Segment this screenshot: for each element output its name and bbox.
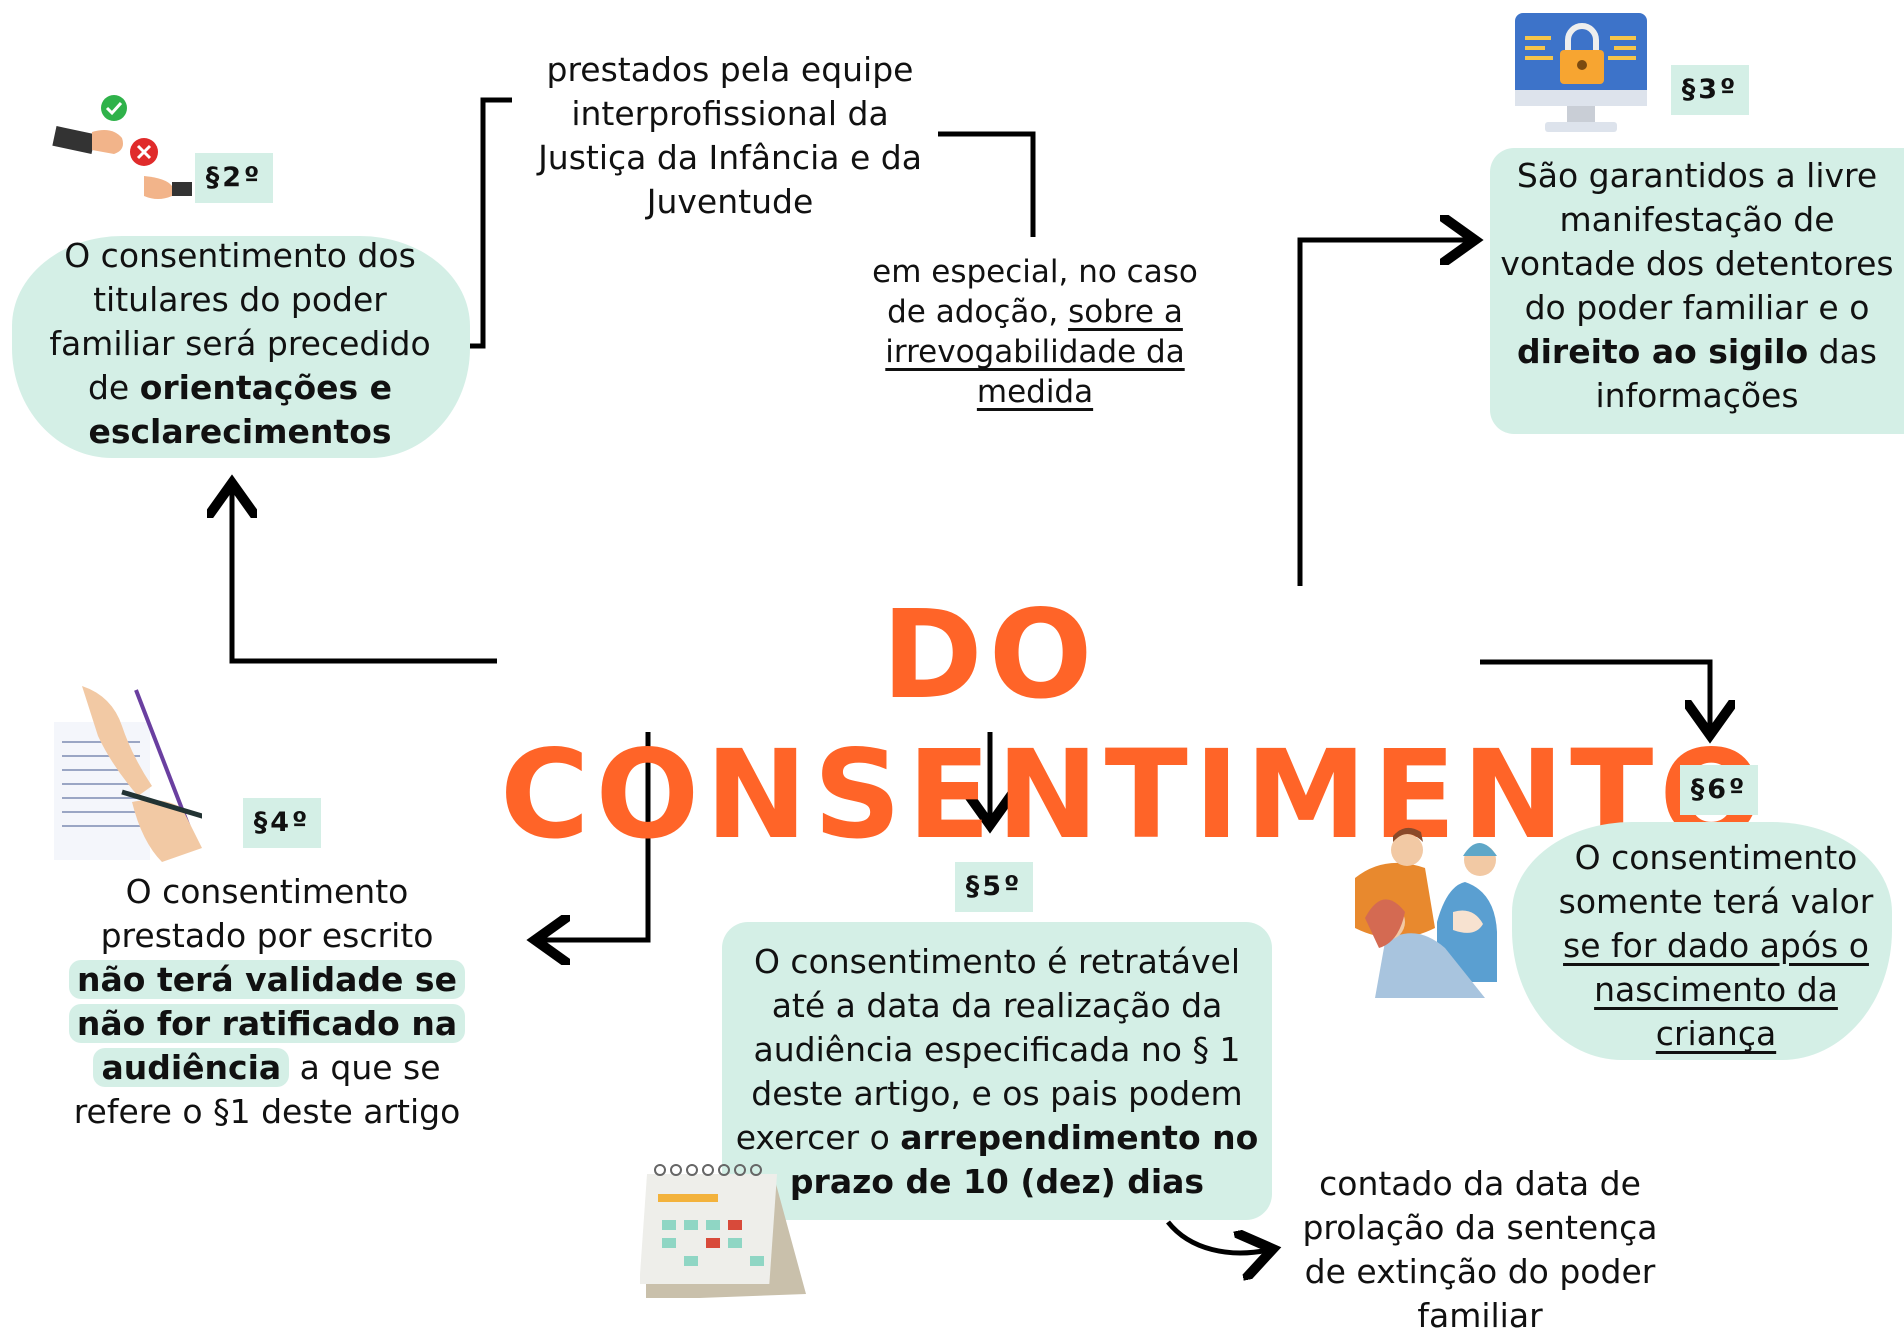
note-adoption: em especial, no caso de adoção, sobre a … (860, 252, 1210, 412)
calendar-icon (640, 1164, 806, 1298)
curve-p5-counted (1166, 1220, 1268, 1253)
arrow-to-p4 (540, 732, 651, 940)
p3-text-pre: São garantidos a livre manifestação de v… (1500, 156, 1894, 327)
p5-badge: §5º (955, 862, 1033, 912)
arrow-to-p6 (1480, 659, 1710, 730)
line-team-adoption (938, 131, 1036, 237)
bracket-p2-team (462, 97, 512, 349)
computer-lock-icon (1515, 13, 1647, 132)
note-counted: contado da data de prolação da sentença … (1302, 1164, 1658, 1335)
p2-text-bold: orientações e esclarecimentos (88, 368, 393, 451)
p2-text: O consentimento dos titulares do poder f… (30, 234, 450, 454)
p3-badge: §3º (1671, 65, 1749, 115)
connector-lines (0, 97, 1904, 1298)
p4-text-post: a que se refere o §1 deste artigo (73, 1048, 461, 1131)
p5-icon (640, 1160, 806, 1298)
p2-text-pre: O consentimento dos titulares do poder f… (49, 236, 431, 407)
note-adoption-pre: em especial, no caso de adoção, (872, 254, 1198, 330)
p3-icon (1510, 10, 1650, 140)
p3-text: São garantidos a livre manifestação de v… (1490, 154, 1904, 418)
family-newborn-icon (1355, 827, 1497, 998)
p6-text-underline: se for dado após o nascimento da criança (1563, 926, 1869, 1053)
p6-cloud (1512, 822, 1892, 1060)
p2-icon (52, 90, 192, 210)
note-adoption-underline: sobre a irrevogabilidade da medida (885, 294, 1185, 410)
arrow-to-p2 (232, 488, 497, 664)
p4-text: O consentimento prestado por escrito não… (62, 870, 472, 1134)
p6-icon (1335, 822, 1515, 1010)
p5-text: O consentimento é retratável até a data … (726, 940, 1268, 1204)
p4-text-bold3: audiência (93, 1048, 290, 1087)
p3-text-post: das informações (1595, 332, 1877, 415)
p4-icon (52, 682, 202, 864)
signing-document-icon (54, 686, 202, 862)
p3-box (1490, 148, 1904, 434)
p5-text-pre: O consentimento é retratável até a data … (735, 942, 1243, 1157)
p2-badge: §2º (195, 153, 273, 203)
p6-text-pre: O consentimento somente terá valor (1558, 838, 1874, 921)
p3-text-bold: direito ao sigilo (1517, 332, 1809, 371)
approve-reject-hands-icon (52, 95, 192, 199)
p6-text: O consentimento somente terá valor se fo… (1540, 836, 1892, 1056)
p4-text-bold1: não terá validade se (69, 960, 465, 999)
p4-text-bold2: não for ratificado na (68, 1004, 466, 1043)
p5-text-bold: arrependimento no prazo de 10 (dez) dias (789, 1118, 1259, 1201)
p4-badge: §4º (243, 798, 321, 848)
p4-text-pre: O consentimento prestado por escrito (100, 872, 434, 955)
note-team: prestados pela equipe interprofissional … (538, 50, 922, 221)
p2-cloud (12, 236, 470, 458)
p5-box (722, 922, 1272, 1220)
arrow-to-p3 (1297, 240, 1470, 586)
p6-badge: §6º (1680, 765, 1758, 815)
main-title: DO CONSENTIMENTO (500, 584, 1770, 866)
